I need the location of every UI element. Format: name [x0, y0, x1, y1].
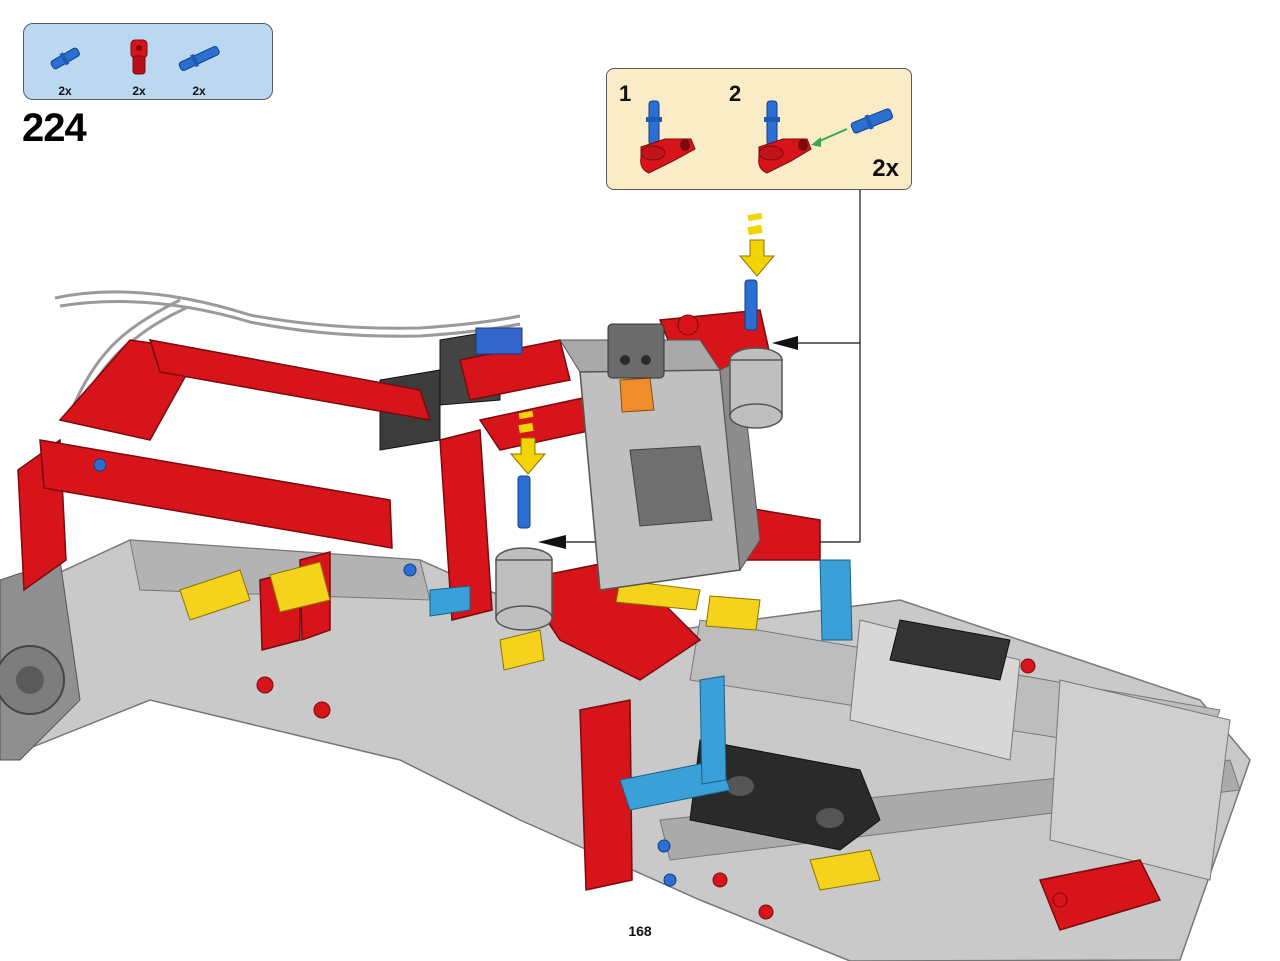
- sub-assembly-callout: 1 2 2x: [606, 68, 912, 190]
- sub-assembly-quantity: 2x: [872, 155, 899, 182]
- parts-callout: 2x 2x 2x: [23, 23, 273, 100]
- yellow-arrow-right: [738, 212, 776, 277]
- hub-control-unit: [607, 323, 665, 379]
- part-red-angle-connector: 2x: [114, 34, 164, 98]
- part-blue-long-axle-pin: 2x: [174, 34, 224, 98]
- battery-box: [559, 323, 761, 591]
- blue-long-axle-pin-icon: [178, 45, 220, 71]
- rotor-disks: [495, 347, 783, 631]
- part-quantity: 2x: [58, 84, 72, 98]
- sub-step-1-parts: [640, 100, 696, 174]
- blue-pins: [93, 279, 758, 887]
- step-number: 224: [22, 106, 87, 150]
- part-quantity: 2x: [132, 84, 146, 98]
- red-pins: [256, 314, 1068, 920]
- part-blue-axle-pin: 2x: [40, 34, 90, 98]
- yellow-parts: [179, 561, 881, 891]
- part-quantity: 2x: [192, 84, 206, 98]
- sub-step-number: 2: [729, 81, 742, 106]
- page-number: 168: [628, 923, 652, 939]
- blue-axle-pin-icon: [50, 47, 80, 70]
- yellow-arrow-left: [509, 410, 547, 475]
- red-frame: [17, 309, 1162, 931]
- azure-parts: [429, 559, 853, 811]
- sub-step-2-parts: [758, 100, 894, 174]
- pin-being-placed-right: [744, 279, 758, 331]
- leader-arrowhead: [772, 336, 798, 350]
- pin-being-placed-left: [517, 475, 531, 529]
- sub-assembly-illustration: [640, 100, 894, 174]
- leader-arrowhead: [538, 535, 566, 549]
- sub-step-number: 1: [619, 81, 632, 106]
- red-angle-connector-icon: [130, 39, 148, 75]
